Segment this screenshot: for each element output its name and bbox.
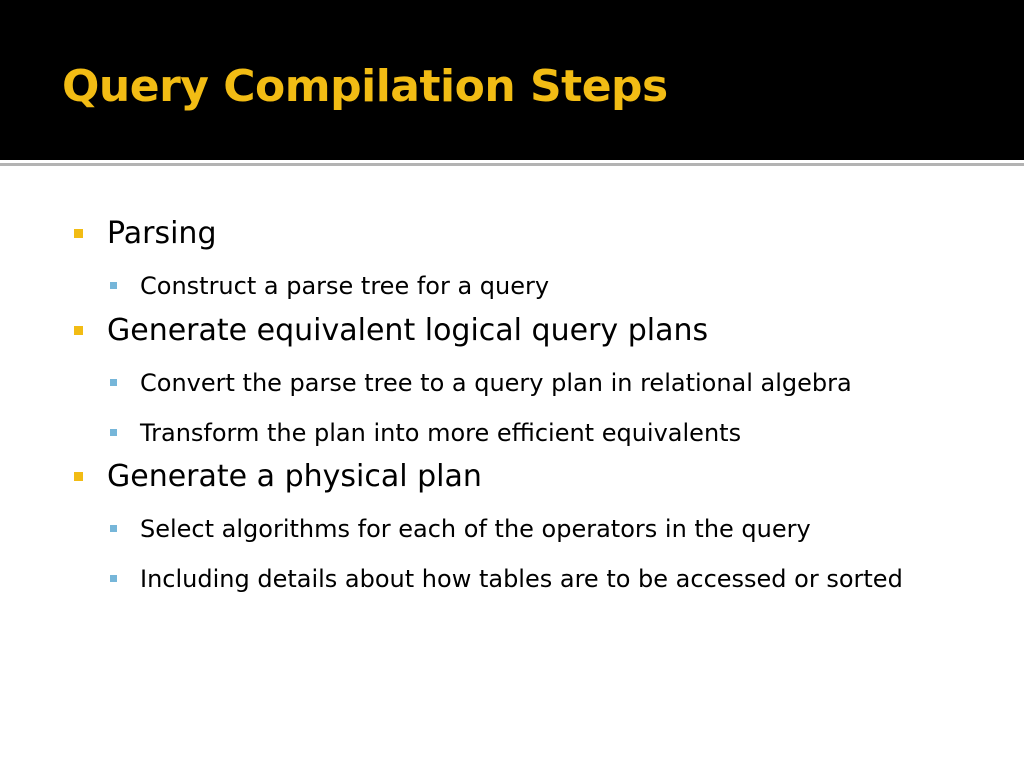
square-bullet-icon [110,379,117,386]
square-bullet-icon [110,575,117,582]
bullet-text: Generate a physical plan [107,459,482,494]
bullet-text: Select algorithms for each of the operat… [140,515,811,543]
title-divider [0,163,1024,166]
square-bullet-icon [74,472,83,481]
square-bullet-icon [110,525,117,532]
square-bullet-icon [110,429,117,436]
bullet-text: Generate equivalent logical query plans [107,313,709,348]
title-bar: Query Compilation Steps [0,0,1024,160]
bullet-text: Construct a parse tree for a query [140,272,550,300]
slide-title: Query Compilation Steps [62,61,668,112]
square-bullet-icon [110,282,117,289]
bullet-text: Transform the plan into more efficient e… [140,419,742,447]
bullet-text: Parsing [107,216,217,251]
bullet-text: Including details about how tables are t… [140,565,903,593]
square-bullet-icon [74,229,83,238]
square-bullet-icon [74,326,83,335]
bullet-text: Convert the parse tree to a query plan i… [140,369,852,397]
